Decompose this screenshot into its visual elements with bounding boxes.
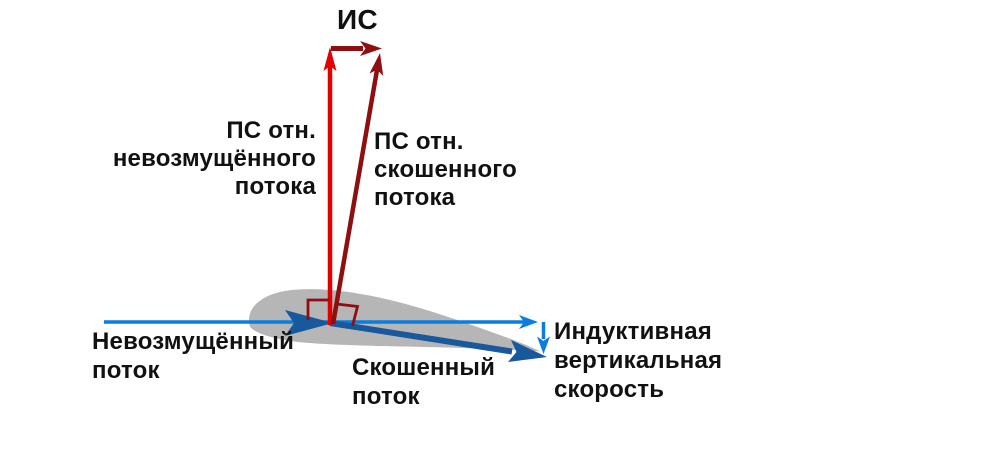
ps-skewed-vector: [330, 53, 384, 325]
incoming-flow-arrowhead: [285, 310, 333, 336]
label-ps-undisturbed: ПС отн. невозмущённого потока: [112, 117, 316, 200]
ps-skewed-arrowhead: [369, 53, 384, 76]
label-ps-skewed: ПС отн. скошенного потока: [374, 128, 518, 211]
induced-speed-vector: [331, 41, 382, 56]
label-induced-vertical-speed: Индуктивная вертикальная скорость: [554, 318, 723, 403]
induced-speed-arrowhead: [360, 41, 382, 56]
right-angle-marker-undisturbed: [306, 298, 329, 320]
label-undisturbed-flow: Невозмущённый поток: [92, 328, 295, 384]
skewed-flow-vector: [329, 320, 547, 362]
right-angle-marker-skewed: [336, 302, 360, 327]
induced-vertical-velocity-vector: [537, 322, 550, 354]
skewed-flow-arrowhead: [508, 340, 547, 362]
undisturbed-flow-arrowhead: [519, 315, 538, 329]
ps-undisturbed-vector: [323, 47, 337, 325]
label-skewed-flow: Скошенный поток: [352, 354, 496, 410]
ps-undisturbed-arrowhead: [323, 47, 337, 71]
label-induced-speed: ИС: [337, 4, 378, 35]
induced-vertical-velocity-arrowhead: [537, 336, 550, 354]
